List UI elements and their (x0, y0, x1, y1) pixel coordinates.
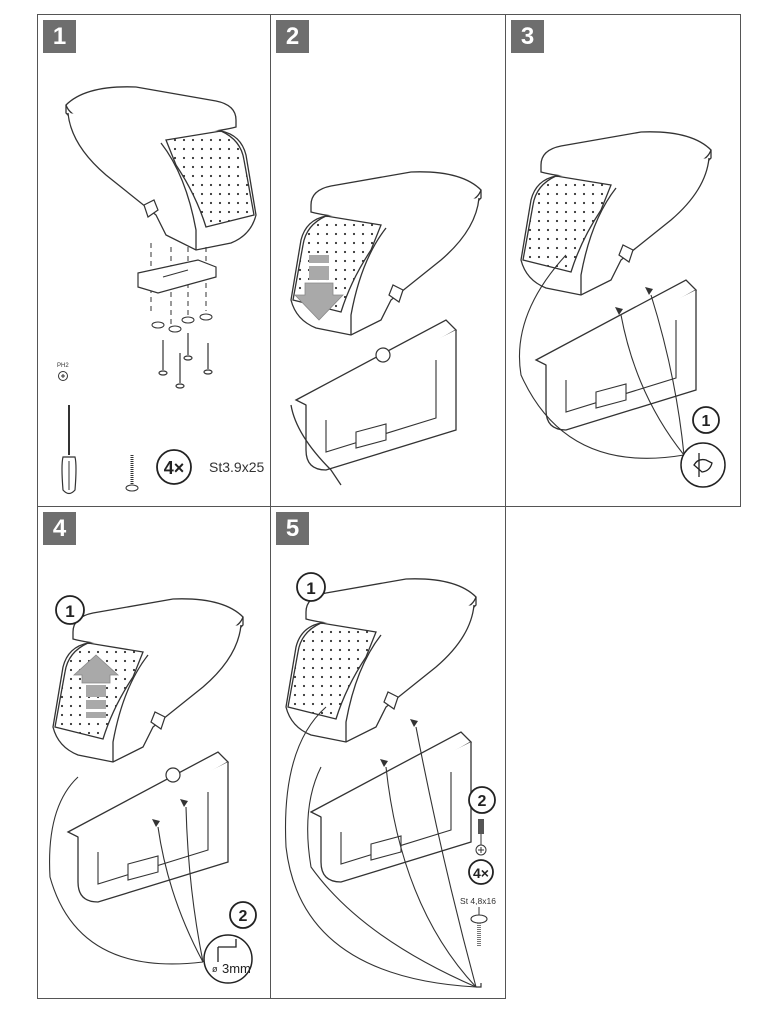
step-5-illustration: 1 2 4× St 4,8x16 (284, 572, 496, 988)
step-number-badge: 5 (276, 512, 309, 545)
callout-circle (692, 406, 720, 434)
up-arrow-icon (72, 654, 120, 718)
callout-number-2: 2 (239, 908, 248, 925)
armrest-drawing (520, 131, 712, 296)
callout-lines (518, 254, 685, 459)
callout-circle-1 (55, 595, 85, 625)
step-4-illustration: 1 2 ø 3mm (49, 595, 257, 984)
callout-lines (49, 776, 204, 965)
armrest-drawing (65, 86, 257, 251)
screwdriver-icon (61, 405, 77, 495)
callout-number: 1 (702, 413, 711, 430)
callout-number-1: 1 (306, 579, 315, 598)
screws (158, 333, 213, 389)
step-1-panel: 1 PH2 (37, 14, 271, 507)
screw-spec-label: St3.9x25 (209, 459, 264, 475)
screw-icon (125, 455, 139, 492)
step-number-badge: 3 (511, 20, 544, 53)
console-base (310, 731, 472, 883)
detail-circle (680, 442, 726, 488)
quantity-circle (156, 449, 192, 485)
step-3-illustration: 1 (518, 131, 726, 488)
screw-spec-label: St 4,8x16 (460, 896, 496, 906)
callout-number-2: 2 (478, 793, 487, 810)
step-3-panel: 3 1 (505, 14, 741, 507)
callout-circle-1 (296, 572, 326, 602)
step-1-illustration: PH2 4× St3.9x25 (57, 86, 264, 495)
armrest-drawing (285, 578, 477, 743)
hand-marking-icon (693, 453, 713, 477)
diameter-icon: ø (212, 964, 218, 974)
tool-label: PH2 (57, 363, 69, 369)
quantity-label: 4× (164, 458, 185, 478)
step-number-badge: 1 (43, 20, 76, 53)
step-2-panel: 2 (270, 14, 506, 507)
mounting-plate (137, 259, 217, 294)
callout-number-1: 1 (65, 602, 74, 621)
console-base (295, 319, 457, 471)
quantity-label: 4× (473, 865, 489, 881)
callout-lines (284, 706, 477, 988)
step-2-illustration (290, 171, 482, 486)
washers (151, 313, 213, 333)
step-number-badge: 4 (43, 512, 76, 545)
screw-icon (470, 907, 488, 947)
console-base (67, 751, 229, 903)
armrest-drawing (52, 598, 244, 763)
console-base (535, 279, 697, 431)
detail-circle (203, 934, 253, 984)
step-5-panel: 5 1 2 4× St 4,8x16 (270, 506, 506, 999)
callout-circle-2 (468, 786, 496, 814)
step-number-badge: 2 (276, 20, 309, 53)
drill-size-label: 3mm (222, 961, 251, 976)
drill-icon (217, 939, 237, 962)
quantity-circle (468, 859, 494, 885)
callout-circle-2 (229, 901, 257, 929)
down-arrow-icon (294, 255, 344, 321)
step-4-panel: 4 1 2 ø 3mm (37, 506, 271, 999)
screwdriver-icon (478, 819, 484, 847)
